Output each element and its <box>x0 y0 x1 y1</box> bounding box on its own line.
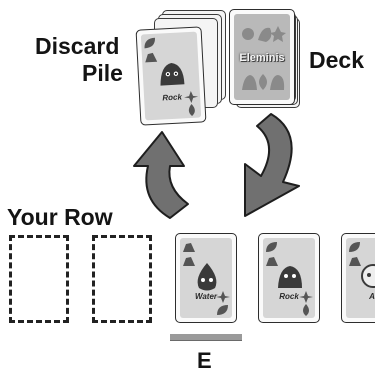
rock-icon <box>183 257 195 266</box>
elemental-creatures-icon <box>242 74 285 90</box>
row-card-partial-clip: A <box>341 233 375 325</box>
empty-row-slot[interactable] <box>92 235 152 323</box>
deck-logo: Eleminis <box>239 52 285 64</box>
elemental-symbols-icon <box>242 26 286 42</box>
rock-icon <box>349 257 361 266</box>
row-card-water[interactable]: Water <box>175 233 237 323</box>
rock-icon <box>266 257 278 266</box>
spark-icon <box>216 291 230 303</box>
air-creature-icon <box>361 264 375 288</box>
rock-icon <box>145 52 158 63</box>
water-creature-icon <box>197 263 217 291</box>
leaf-icon <box>144 37 155 49</box>
rock-creature-icon <box>160 62 185 86</box>
deck-top-card[interactable]: Eleminis <box>229 9 295 105</box>
empty-row-slot[interactable] <box>9 235 69 323</box>
discard-pile-label-line2: Pile <box>82 60 123 86</box>
row-card-name: A <box>369 292 375 301</box>
arrow-row-to-discard-icon <box>133 131 189 219</box>
discard-pile-label-line1: Discard <box>35 33 120 59</box>
row-card-partial[interactable]: A <box>341 233 375 323</box>
leaf-icon <box>266 242 277 252</box>
row-card-name: Rock <box>279 292 299 301</box>
rock-creature-icon <box>278 266 302 288</box>
row-card-rock[interactable]: Rock <box>258 233 320 323</box>
your-row-label: Your Row <box>7 204 113 230</box>
leaf-icon <box>349 242 360 252</box>
spark-icon <box>299 291 313 303</box>
deck-label: Deck <box>309 47 364 73</box>
droplet-icon <box>303 304 309 316</box>
selection-bar <box>170 334 242 341</box>
arrow-deck-to-row-icon <box>244 113 300 217</box>
droplet-icon <box>188 103 195 116</box>
leaf-icon <box>217 305 228 315</box>
card-column-letter: E <box>197 348 212 373</box>
spark-icon <box>184 90 199 103</box>
row-card-name: Water <box>194 292 218 301</box>
rock-icon <box>183 243 195 252</box>
discard-top-card[interactable]: Rock <box>135 26 207 126</box>
